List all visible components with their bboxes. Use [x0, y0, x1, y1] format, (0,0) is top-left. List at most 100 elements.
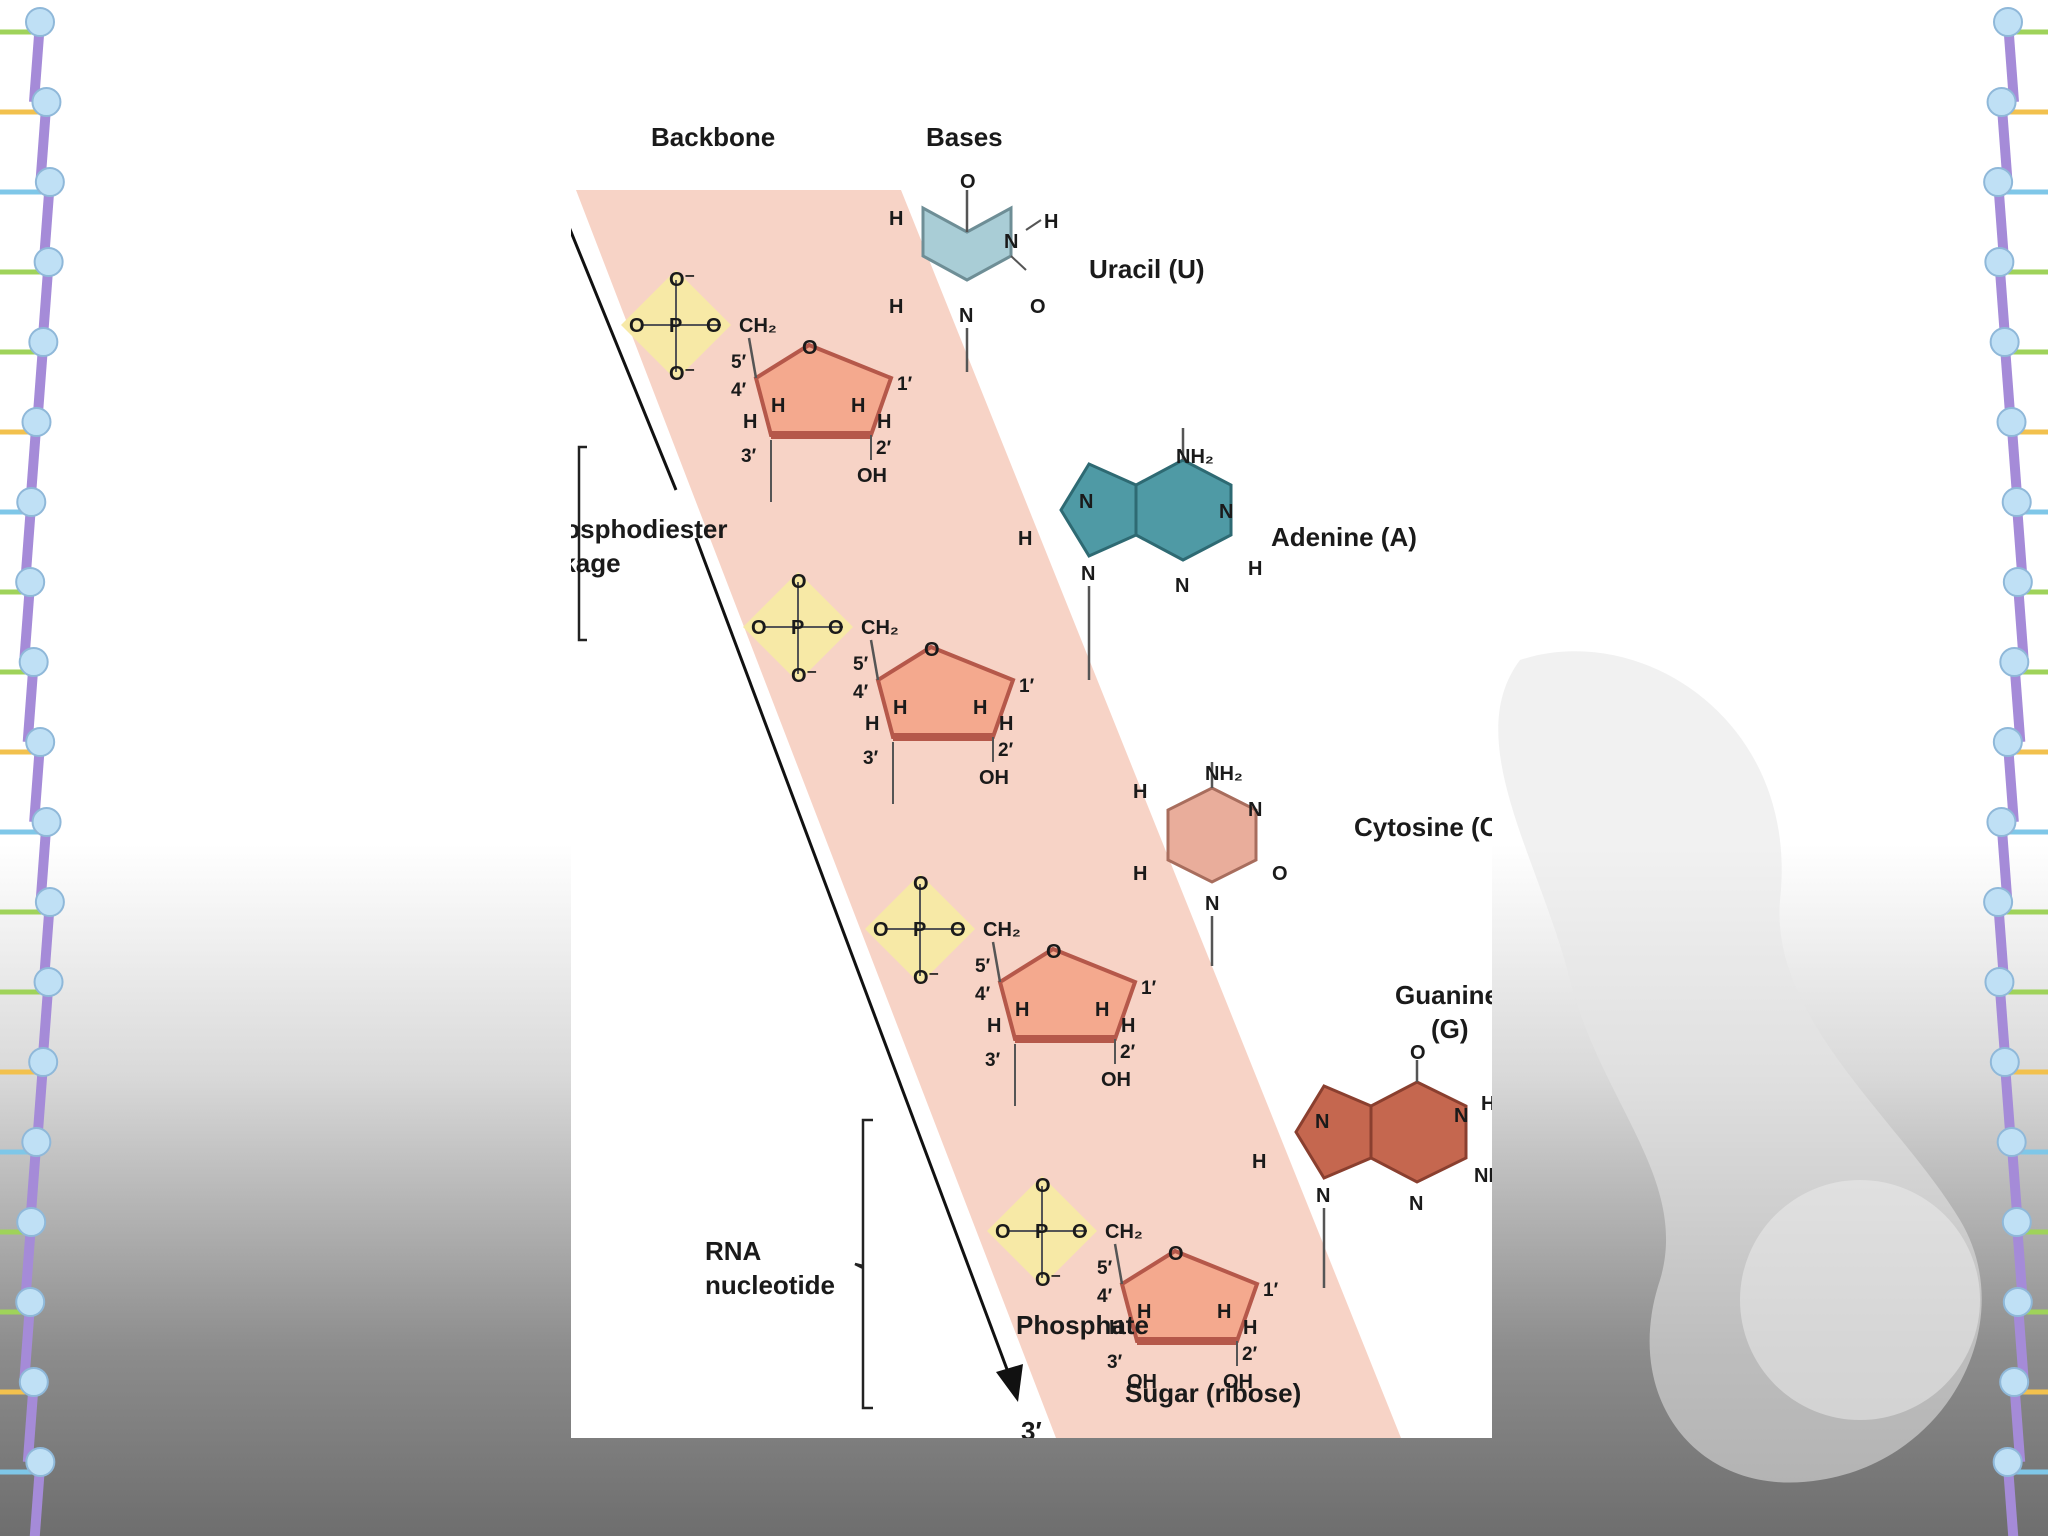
guanine-five-ring — [1294, 1084, 1373, 1180]
ladder-node — [1983, 167, 2014, 197]
ladder-node — [31, 807, 62, 837]
phosphate-o-minus: O⁻ — [1035, 1269, 1061, 1291]
ladder-node — [25, 727, 56, 757]
adenine-six-ring — [1134, 458, 1233, 562]
carbon-1-label: 1′ — [1141, 978, 1157, 999]
ladder-node — [28, 327, 59, 357]
carbon-2-label: 2′ — [876, 438, 892, 459]
phosphate-p: P — [669, 315, 682, 337]
guanine-n3: N — [1409, 1193, 1423, 1215]
phosphate-o-top: O⁻ — [669, 269, 695, 291]
carbon-2-label: 2′ — [998, 740, 1014, 761]
ladder-node — [15, 567, 46, 597]
carbon-5-label: 5′ — [1097, 1258, 1113, 1279]
guanine-h1: H — [1481, 1093, 1492, 1115]
guanine-h8: H — [1252, 1151, 1266, 1173]
guanine-six-ring — [1369, 1080, 1468, 1184]
ladder-node — [34, 167, 65, 197]
ladder-node — [31, 87, 62, 117]
phosphate-p: P — [1035, 1221, 1048, 1243]
ribose-h-c3a: H — [743, 411, 757, 433]
phosphodiester-label-line1: Phosphodiester — [571, 514, 727, 544]
uracil-h5: H — [889, 208, 903, 230]
guanine-n9: N — [1316, 1185, 1330, 1207]
ch2-group: CH₂ — [861, 617, 899, 639]
ribose-3-oh: OH — [1127, 1371, 1157, 1393]
carbon-1-label: 1′ — [897, 374, 913, 395]
phosphodiester-bracket — [577, 445, 587, 642]
ladder-node — [1989, 1047, 2020, 1077]
guanine-nh2: NH₂ — [1474, 1165, 1492, 1187]
ribose-h-c1: H — [1095, 999, 1109, 1021]
ladder-node — [1996, 407, 2027, 437]
phosphate-o-double: O — [873, 919, 889, 941]
ribose-2-oh: OH — [1101, 1069, 1131, 1091]
ladder-node — [2001, 1207, 2032, 1237]
ladder-node — [21, 407, 52, 437]
cytosine-ring — [1166, 786, 1258, 884]
carbon-2-label: 2′ — [1120, 1042, 1136, 1063]
phosphate-o-ester: O — [828, 617, 844, 639]
phosphate-p: P — [791, 617, 804, 639]
phosphate-o-top: O — [1035, 1175, 1051, 1197]
ribose-h-c4: H — [1137, 1301, 1151, 1323]
phosphate-o-double: O — [995, 1221, 1011, 1243]
rna-nucleotide-label-line2: nucleotide — [705, 1270, 835, 1300]
phosphate-o-top: O — [791, 571, 807, 593]
carbon-1-label: 1′ — [1263, 1280, 1279, 1301]
guanine-base: O N H NH₂ N N N H Guanine (G) — [1252, 980, 1492, 1288]
uracil-o-top: O — [960, 171, 976, 193]
ladder-node — [1983, 887, 2014, 917]
ladder-node — [33, 967, 64, 997]
cytosine-base: NH₂ N O N H H Cytosine (C) — [1133, 762, 1492, 966]
ribose-h-c2: H — [999, 713, 1013, 735]
uracil-base: O N H O N H H Uracil (U) — [889, 171, 1205, 372]
ribose-2-oh: OH — [979, 767, 1009, 789]
uracil-o-c2: O — [1030, 296, 1046, 318]
ribose-2-oh: OH — [857, 465, 887, 487]
phosphate-o-ester: O — [706, 315, 722, 337]
carbon-4-label: 4′ — [1097, 1286, 1113, 1307]
phosphate-caption: Phosphate — [1016, 1310, 1149, 1340]
adenine-n1: N — [1219, 501, 1233, 523]
ribose-h-c3a: H — [865, 713, 879, 735]
ribose-h-c1: H — [851, 395, 865, 417]
cytosine-n1: N — [1205, 893, 1219, 915]
ladder-node — [1992, 1447, 2023, 1477]
bases-heading: Bases — [926, 122, 1003, 152]
ladder-node — [1992, 727, 2023, 757]
direction-arrow-line-lower — [694, 537, 1013, 1381]
uracil-h6: H — [889, 296, 903, 318]
carbon-4-label: 4′ — [731, 380, 747, 401]
carbon-3-label: 3′ — [985, 1050, 1001, 1071]
uracil-label: Uracil (U) — [1089, 254, 1205, 284]
ladder-node — [1984, 967, 2015, 997]
carbon-5-label: 5′ — [975, 956, 991, 977]
phosphate-o-ester: O — [1072, 1221, 1088, 1243]
sugar-ribose-caption: Sugar (ribose) — [1125, 1378, 1301, 1408]
adenine-n9: N — [1081, 563, 1095, 585]
ladder-node — [34, 887, 65, 917]
phosphate-o-minus: O⁻ — [791, 665, 817, 687]
ladder-node — [16, 1207, 47, 1237]
ribose-h-c3a: H — [987, 1015, 1001, 1037]
adenine-label: Adenine (A) — [1271, 522, 1417, 552]
uracil-n1: N — [959, 305, 973, 327]
ladder-node — [25, 7, 55, 37]
background-molecule-decoration — [1498, 651, 1982, 1483]
ladder-node — [1986, 807, 2017, 837]
carbon-4-label: 4′ — [853, 682, 869, 703]
ladder-node — [18, 647, 49, 677]
ladder-node — [2002, 1287, 2033, 1317]
ch2-group: CH₂ — [1105, 1221, 1143, 1243]
guanine-n1: N — [1454, 1105, 1468, 1127]
guanine-n7: N — [1315, 1111, 1329, 1133]
phosphate-o-ester: O — [950, 919, 966, 941]
adenine-n7: N — [1079, 491, 1093, 513]
ribose-h-c2: H — [1121, 1015, 1135, 1037]
ladder-node — [1984, 247, 2015, 277]
ribose-ring-o: O — [1168, 1243, 1184, 1265]
